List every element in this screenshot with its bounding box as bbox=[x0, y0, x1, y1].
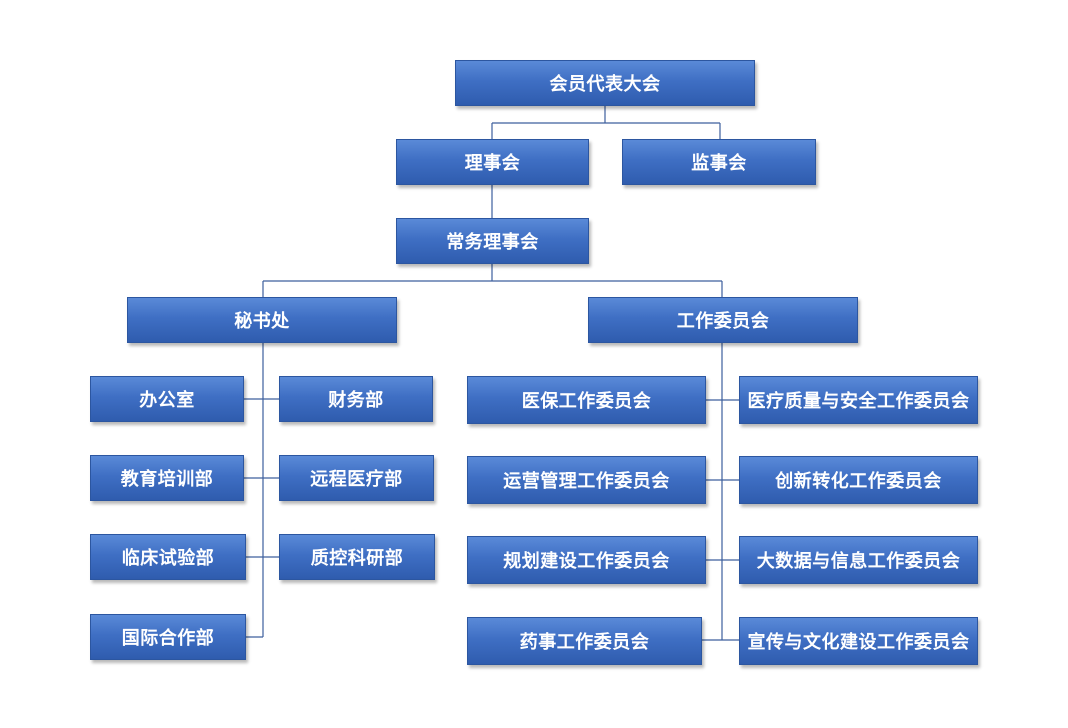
node-bigdata-committee: 大数据与信息工作委员会 bbox=[739, 536, 978, 584]
node-assembly: 会员代表大会 bbox=[455, 60, 755, 106]
node-quality-research: 质控科研部 bbox=[279, 534, 435, 580]
node-operations-committee: 运营管理工作委员会 bbox=[467, 456, 706, 504]
node-pharmacy-committee: 药事工作委员会 bbox=[467, 617, 702, 665]
node-international: 国际合作部 bbox=[90, 614, 246, 660]
node-finance: 财务部 bbox=[279, 376, 433, 422]
node-quality-safety-committee: 医疗质量与安全工作委员会 bbox=[739, 376, 978, 424]
node-planning-committee: 规划建设工作委员会 bbox=[467, 536, 706, 584]
node-innovation-committee: 创新转化工作委员会 bbox=[739, 456, 978, 504]
node-telemedicine: 远程医疗部 bbox=[279, 455, 434, 501]
node-office: 办公室 bbox=[90, 376, 244, 422]
node-publicity-committee: 宣传与文化建设工作委员会 bbox=[739, 617, 978, 665]
node-education: 教育培训部 bbox=[90, 455, 244, 501]
node-secretariat: 秘书处 bbox=[127, 297, 397, 343]
connector-secretariat bbox=[244, 343, 279, 638]
node-committees: 工作委员会 bbox=[588, 297, 858, 343]
node-standing-council: 常务理事会 bbox=[396, 218, 589, 264]
node-insurance-committee: 医保工作委员会 bbox=[467, 376, 706, 424]
node-clinical: 临床试验部 bbox=[90, 534, 246, 580]
connector-committees bbox=[702, 343, 739, 641]
connector-assembly bbox=[491, 106, 721, 139]
node-council: 理事会 bbox=[396, 139, 589, 185]
connector-standing bbox=[262, 264, 723, 297]
node-supervisory: 监事会 bbox=[622, 139, 816, 185]
